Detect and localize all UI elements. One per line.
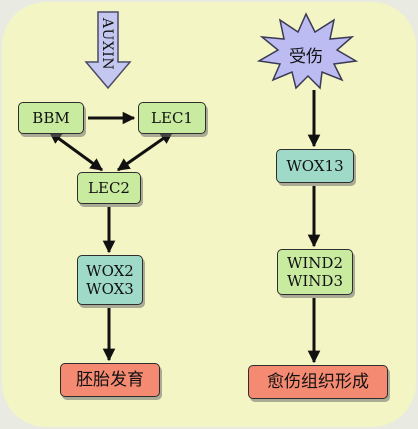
node-wind2-label: WIND2: [286, 254, 344, 272]
node-lec2-label: LEC2: [88, 179, 130, 197]
injury-star: [256, 12, 359, 90]
node-bbm: BBM: [18, 102, 84, 134]
node-wox2-label: WOX2: [86, 262, 134, 280]
node-wox13: WOX13: [276, 149, 354, 183]
node-callus-label: 愈伤组织形成: [267, 372, 369, 392]
node-callus-formation: 愈伤组织形成: [248, 365, 388, 399]
node-embryo-label: 胚胎发育: [76, 370, 144, 390]
node-embryo-development: 胚胎发育: [60, 363, 160, 397]
node-lec1-label: LEC1: [151, 109, 193, 127]
auxin-arrow: [84, 11, 132, 90]
node-wind3-label: WIND3: [286, 272, 344, 290]
node-wind2-wind3: WIND2 WIND3: [277, 249, 353, 295]
arrow-lec1-lec2: [116, 131, 174, 172]
node-lec1: LEC1: [138, 102, 206, 134]
node-wox3-label: WOX3: [86, 280, 134, 298]
injury-label: 受伤: [289, 46, 323, 67]
arrow-bbm-lec2: [48, 131, 104, 172]
node-wox2-wox3: WOX2 WOX3: [77, 255, 143, 305]
node-bbm-label: BBM: [32, 109, 70, 127]
node-wox13-label: WOX13: [286, 157, 344, 175]
auxin-label: AUXIN: [99, 17, 115, 71]
node-lec2: LEC2: [77, 172, 141, 204]
auxin-label-wrap: AUXIN: [86, 14, 128, 74]
